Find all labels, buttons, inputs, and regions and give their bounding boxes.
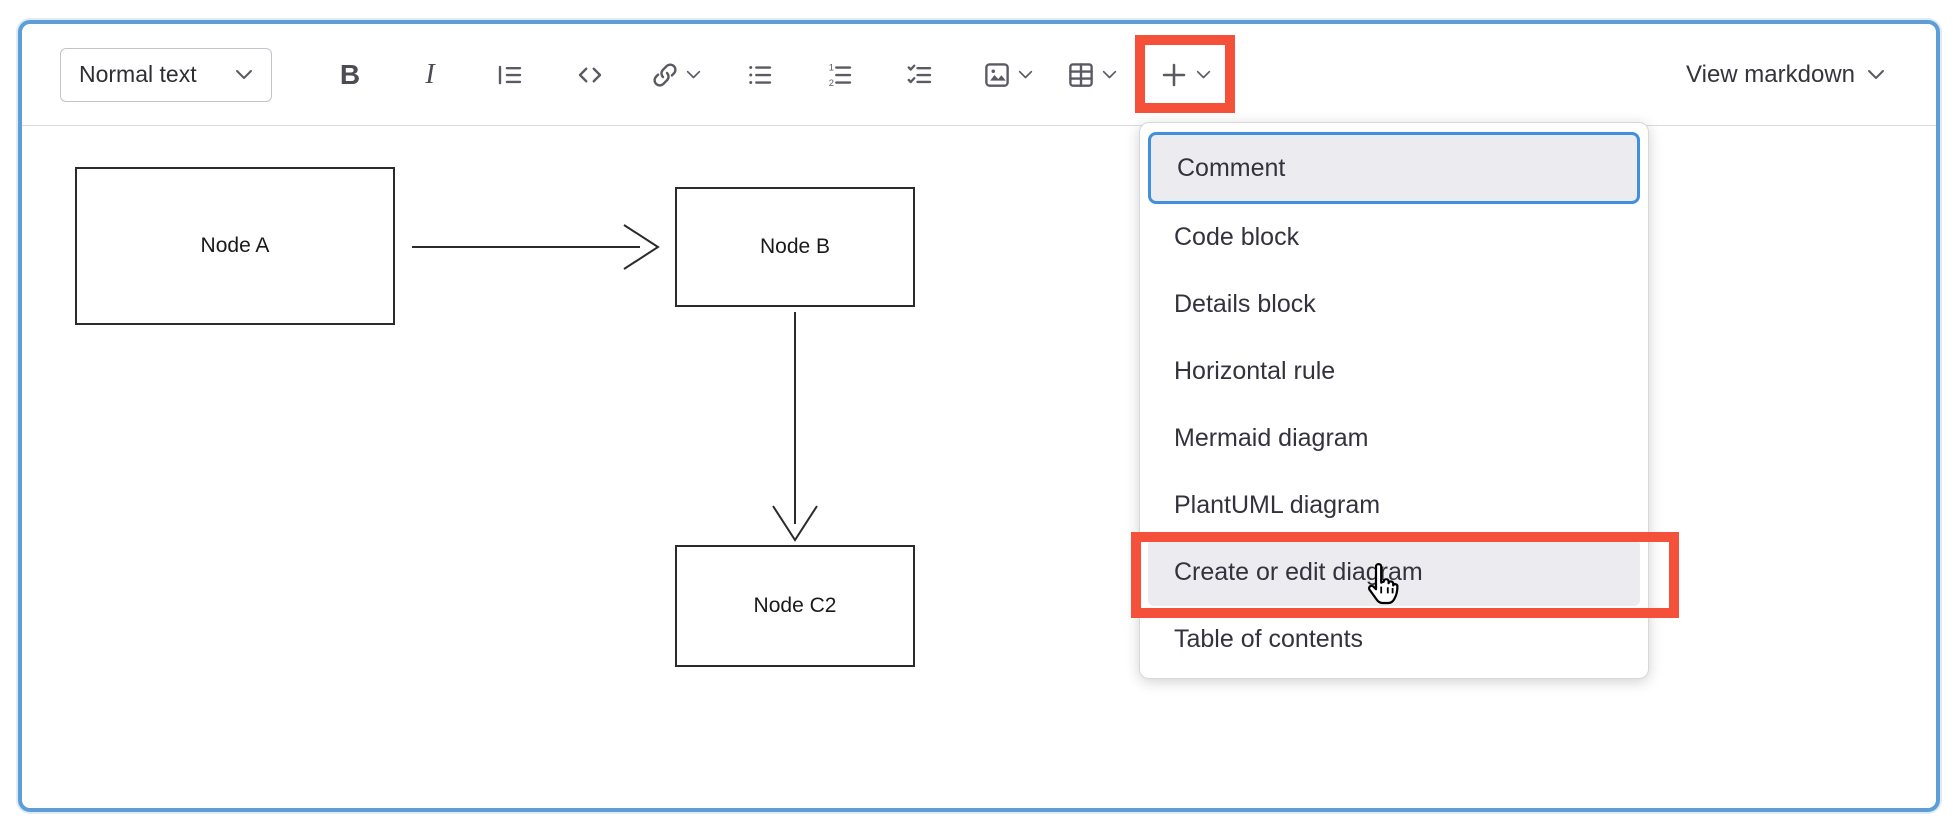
task-list-button[interactable] — [890, 48, 950, 102]
view-markdown-label: View markdown — [1686, 60, 1855, 88]
table-button[interactable] — [1050, 48, 1132, 102]
blockquote-button[interactable] — [480, 48, 540, 102]
chevron-down-icon — [1102, 70, 1116, 78]
diagram-node-a: Node A — [75, 167, 395, 325]
diagram-node-b: Node B — [675, 187, 915, 307]
chevron-down-icon — [1196, 70, 1210, 78]
chevron-down-icon — [1018, 70, 1032, 78]
image-button[interactable] — [966, 48, 1048, 102]
menu-item-label: PlantUML diagram — [1174, 491, 1381, 519]
bold-button[interactable]: B — [320, 48, 380, 102]
code-button[interactable] — [560, 48, 620, 102]
menu-item-comment[interactable]: Comment — [1148, 132, 1640, 204]
diagram-node-c2: Node C2 — [675, 545, 915, 667]
image-icon — [984, 62, 1009, 87]
bold-icon: B — [339, 58, 361, 90]
chevron-down-icon — [236, 69, 252, 79]
node-b-label: Node B — [759, 235, 831, 258]
menu-item-label: Comment — [1177, 153, 1286, 182]
chevron-down-icon — [686, 70, 700, 78]
table-icon — [1068, 62, 1093, 87]
node-a-label: Node A — [200, 234, 270, 257]
text-style-dropdown[interactable]: Normal text — [60, 47, 272, 102]
menu-item-code-block[interactable]: Code block — [1148, 204, 1640, 271]
menu-item-table-of-contents[interactable]: Table of contents — [1148, 606, 1640, 673]
menu-item-plantuml-diagram[interactable]: PlantUML diagram — [1148, 472, 1640, 539]
ordered-list-icon: 1 2 — [829, 62, 852, 87]
menu-item-label: Mermaid diagram — [1174, 424, 1369, 452]
task-list-icon — [907, 64, 932, 83]
svg-text:2: 2 — [829, 77, 834, 87]
menu-item-details-block[interactable]: Details block — [1148, 271, 1640, 338]
svg-text:1: 1 — [829, 62, 834, 72]
editor-toolbar: Normal text B I — [22, 24, 1936, 126]
menu-item-label: Create or edit diagram — [1174, 558, 1423, 586]
diagram-arrows — [412, 224, 818, 542]
rich-text-editor: Normal text B I — [18, 20, 1940, 812]
menu-item-label: Horizontal rule — [1174, 357, 1336, 385]
chevron-down-icon — [1868, 69, 1884, 79]
insert-more-button[interactable] — [1140, 48, 1228, 102]
menu-item-mermaid-diagram[interactable]: Mermaid diagram — [1148, 405, 1640, 472]
menu-item-create-edit-diagram[interactable]: Create or edit diagram — [1148, 539, 1640, 606]
ordered-list-button[interactable]: 1 2 — [810, 48, 870, 102]
link-icon — [652, 62, 677, 87]
bullet-list-icon — [749, 65, 772, 84]
italic-button[interactable]: I — [400, 48, 460, 102]
code-icon — [578, 67, 602, 82]
blockquote-icon — [498, 65, 522, 84]
link-button[interactable] — [634, 48, 716, 102]
bullet-list-button[interactable] — [730, 48, 790, 102]
text-style-label: Normal text — [79, 61, 197, 87]
plus-icon — [1162, 63, 1185, 86]
editor-content-diagram[interactable]: Node A Node B Node C2 — [22, 126, 1936, 808]
node-c2-label: Node C2 — [753, 594, 837, 617]
menu-item-label: Details block — [1174, 290, 1316, 318]
menu-item-label: Table of contents — [1174, 625, 1364, 653]
italic-icon: I — [425, 58, 435, 90]
view-markdown-dropdown[interactable]: View markdown — [1686, 61, 1885, 89]
insert-menu: Comment Code block Details block Horizon… — [1139, 122, 1649, 679]
menu-item-horizontal-rule[interactable]: Horizontal rule — [1148, 338, 1640, 405]
menu-item-label: Code block — [1174, 223, 1300, 251]
